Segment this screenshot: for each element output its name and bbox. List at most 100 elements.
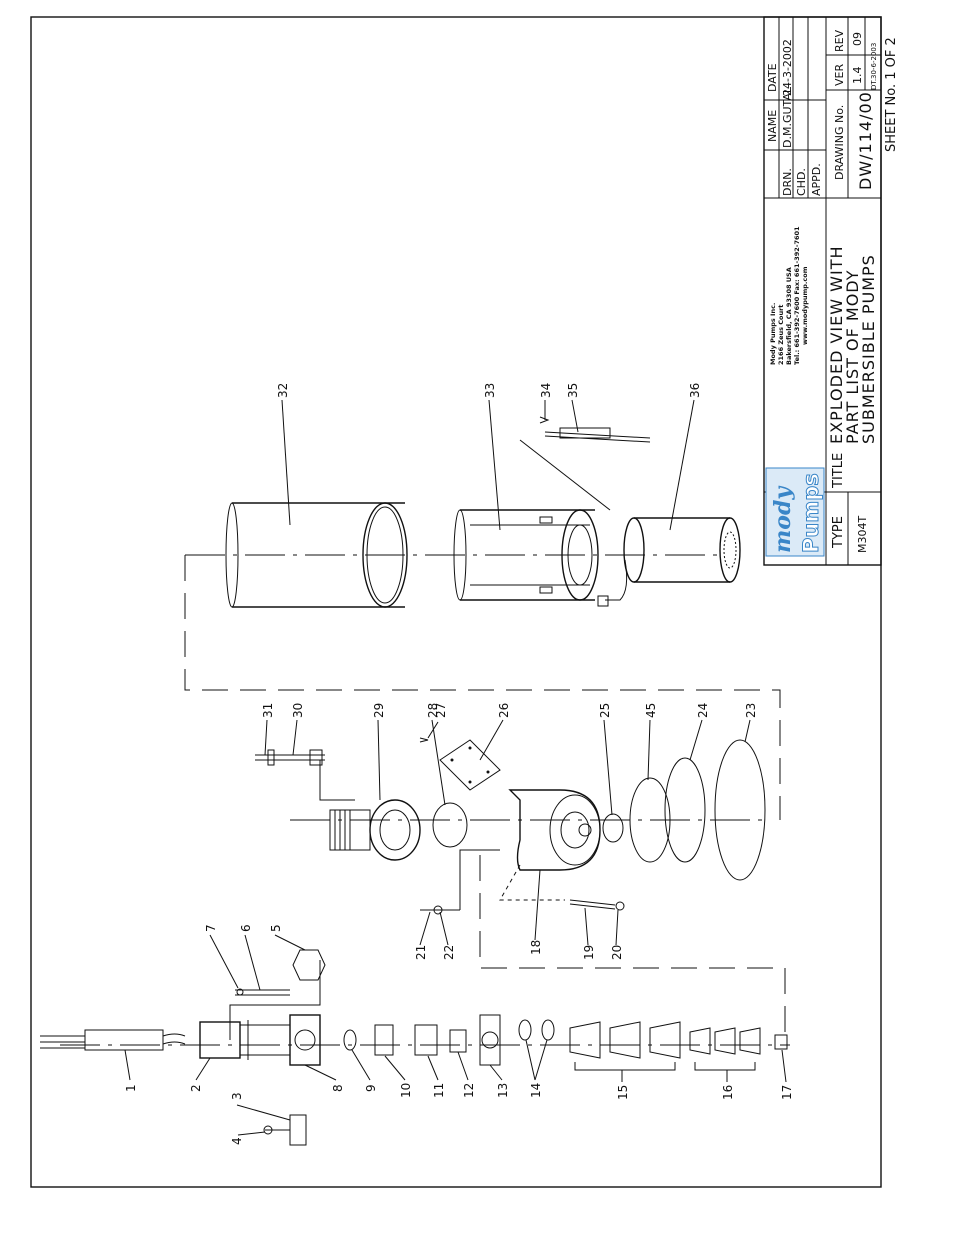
title-block: NAME DATE DRN. D.M.GUTAL 24-3-2002 CHD. … bbox=[763, 16, 899, 566]
mody-pumps-logo: mody Pumps bbox=[765, 467, 825, 557]
rev-date: DT.30-6-2003 bbox=[870, 43, 878, 90]
label-12: 12 bbox=[462, 1083, 476, 1098]
label-19: 19 bbox=[582, 945, 596, 960]
type-label: TYPE bbox=[831, 516, 846, 549]
title-line-1: EXPLODED VIEW WITH bbox=[827, 245, 846, 444]
label-20: 20 bbox=[610, 945, 624, 960]
label-7: 7 bbox=[204, 924, 218, 932]
label-33: 33 bbox=[483, 383, 497, 398]
label-18: 18 bbox=[529, 940, 543, 955]
label-6: 6 bbox=[239, 924, 253, 932]
label-8: 8 bbox=[331, 1084, 345, 1092]
part-14-o-ring-b bbox=[541, 1019, 555, 1041]
part-25-o-ring bbox=[602, 813, 624, 843]
address-line-2: 2166 Zeus Court bbox=[777, 305, 785, 365]
name-header: NAME bbox=[766, 110, 779, 142]
label-11: 11 bbox=[432, 1083, 446, 1098]
part-19-22-bolts bbox=[420, 849, 625, 915]
part-2-column-pipe bbox=[199, 1020, 291, 1060]
label-22: 22 bbox=[442, 945, 456, 960]
label-24: 24 bbox=[696, 703, 710, 718]
label-36: 36 bbox=[688, 383, 702, 398]
label-31: 31 bbox=[261, 703, 275, 718]
logo-text-bottom: Pumps bbox=[799, 473, 823, 553]
rev-value: 09 bbox=[851, 32, 864, 46]
label-21: 21 bbox=[414, 945, 428, 960]
label-10: 10 bbox=[399, 1083, 413, 1098]
label-29: 29 bbox=[372, 703, 386, 718]
label-27: 27 bbox=[434, 703, 448, 718]
appd-label: APPD. bbox=[810, 163, 823, 196]
part-5-nut bbox=[292, 949, 326, 981]
part-8-flange bbox=[289, 1014, 321, 1066]
label-1: 1 bbox=[124, 1084, 138, 1092]
part-23-base-plate bbox=[714, 739, 766, 881]
part-18-pump-housing bbox=[508, 789, 601, 871]
part-28-seal-ring bbox=[432, 802, 468, 848]
label-15: 15 bbox=[616, 1085, 630, 1100]
drawing-border bbox=[30, 16, 882, 1188]
label-26: 26 bbox=[497, 703, 511, 718]
part-33-motor-frame bbox=[453, 509, 599, 601]
part-45-disc bbox=[629, 777, 671, 863]
drn-date: 24-3-2002 bbox=[781, 39, 794, 96]
label-23: 23 bbox=[744, 703, 758, 718]
rev-label: REV bbox=[833, 29, 846, 52]
sheet-number: SHEET No. 1 OF 2 bbox=[884, 37, 899, 152]
drawing-no: DW/114/00 bbox=[856, 91, 875, 190]
part-16-stages bbox=[689, 1027, 761, 1071]
chd-label: CHD. bbox=[795, 168, 808, 196]
drawing-no-label: DRAWING No. bbox=[833, 105, 846, 180]
label-32: 32 bbox=[276, 383, 290, 398]
part-14-o-ring-a bbox=[518, 1019, 532, 1041]
leader-lines bbox=[124, 399, 787, 1136]
label-28: 28 bbox=[426, 703, 440, 718]
address-line-4: Tel.: 661-392-7600 Fax: 661-392-7601 bbox=[793, 226, 801, 365]
label-5: 5 bbox=[269, 924, 283, 932]
part-12-spacer bbox=[449, 1029, 467, 1053]
date-header: DATE bbox=[766, 63, 779, 92]
label-16: 16 bbox=[721, 1085, 735, 1100]
label-45: 45 bbox=[644, 703, 658, 718]
label-35: 35 bbox=[566, 383, 580, 398]
part-26-27-cover-plate bbox=[419, 737, 501, 791]
title-label: TITLE bbox=[831, 453, 846, 489]
part-29-discharge-adapter bbox=[329, 799, 421, 861]
ver-label: VER bbox=[833, 64, 846, 86]
title-line-3: SUBMERSIBLE PUMPS bbox=[859, 254, 878, 444]
label-25: 25 bbox=[598, 703, 612, 718]
type-value: M304T bbox=[856, 516, 869, 553]
address-line-3: Bakersfield, CA 93308 USA bbox=[785, 267, 793, 365]
label-30: 30 bbox=[291, 703, 305, 718]
logo-text-top: mody bbox=[770, 485, 796, 553]
part-3-4-clamp bbox=[263, 1114, 307, 1146]
label-14: 14 bbox=[529, 1083, 543, 1098]
part-9-washer bbox=[343, 1029, 357, 1051]
address-line-5: www.modypump.com bbox=[801, 266, 809, 345]
part-number-labels: 32 33 34 35 36 31 30 29 28 27 26 25 45 2… bbox=[124, 383, 794, 1145]
part-32-outer-shell bbox=[225, 502, 408, 608]
part-24-gasket bbox=[664, 757, 706, 863]
label-13: 13 bbox=[496, 1083, 510, 1098]
ver-value: 1.4 bbox=[851, 67, 864, 85]
assembly-guide-lines bbox=[60, 554, 790, 1046]
part-10-coupling bbox=[374, 1024, 394, 1056]
part-34-35-cable-entry bbox=[519, 416, 651, 511]
part-36-stator bbox=[597, 517, 741, 607]
label-4: 4 bbox=[230, 1137, 244, 1145]
label-2: 2 bbox=[189, 1084, 203, 1092]
part-30-31-long-bolt bbox=[255, 749, 355, 801]
part-15-stages bbox=[569, 1021, 681, 1071]
label-17: 17 bbox=[780, 1085, 794, 1100]
label-9: 9 bbox=[364, 1084, 378, 1092]
drn-label: DRN. bbox=[781, 168, 794, 196]
address-line-1: Mody Pumps Inc. bbox=[769, 303, 777, 365]
part-11-bush bbox=[414, 1024, 438, 1056]
label-3: 3 bbox=[230, 1092, 244, 1100]
part-6-7-stud bbox=[235, 988, 290, 996]
drn-name: D.M.GUTAL bbox=[781, 86, 794, 148]
part-17-end-cap bbox=[774, 1034, 788, 1050]
title-line-2: PART LIST OF MODY bbox=[843, 269, 862, 444]
